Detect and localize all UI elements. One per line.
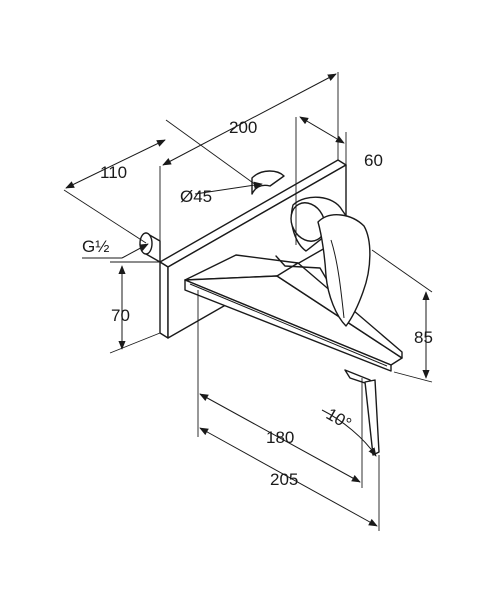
label-70: 70 bbox=[111, 306, 130, 325]
label-110: 110 bbox=[100, 163, 127, 182]
label-205: 205 bbox=[270, 470, 298, 489]
extension-lines bbox=[63, 72, 433, 531]
dimension-lines bbox=[65, 73, 430, 527]
spout bbox=[184, 254, 403, 387]
label-60: 60 bbox=[364, 151, 383, 170]
label-200: 200 bbox=[229, 118, 257, 137]
label-diameter-45: Ø45 bbox=[180, 187, 212, 206]
water-stream bbox=[364, 379, 380, 456]
label-angle-10: 10° bbox=[323, 404, 355, 433]
label-180: 180 bbox=[266, 428, 294, 447]
label-85: 85 bbox=[414, 328, 433, 347]
lever-handle bbox=[290, 196, 371, 327]
label-thread-g-half: G½ bbox=[82, 237, 109, 256]
rear-cylinder bbox=[251, 170, 285, 195]
pipe-connector bbox=[139, 232, 161, 263]
